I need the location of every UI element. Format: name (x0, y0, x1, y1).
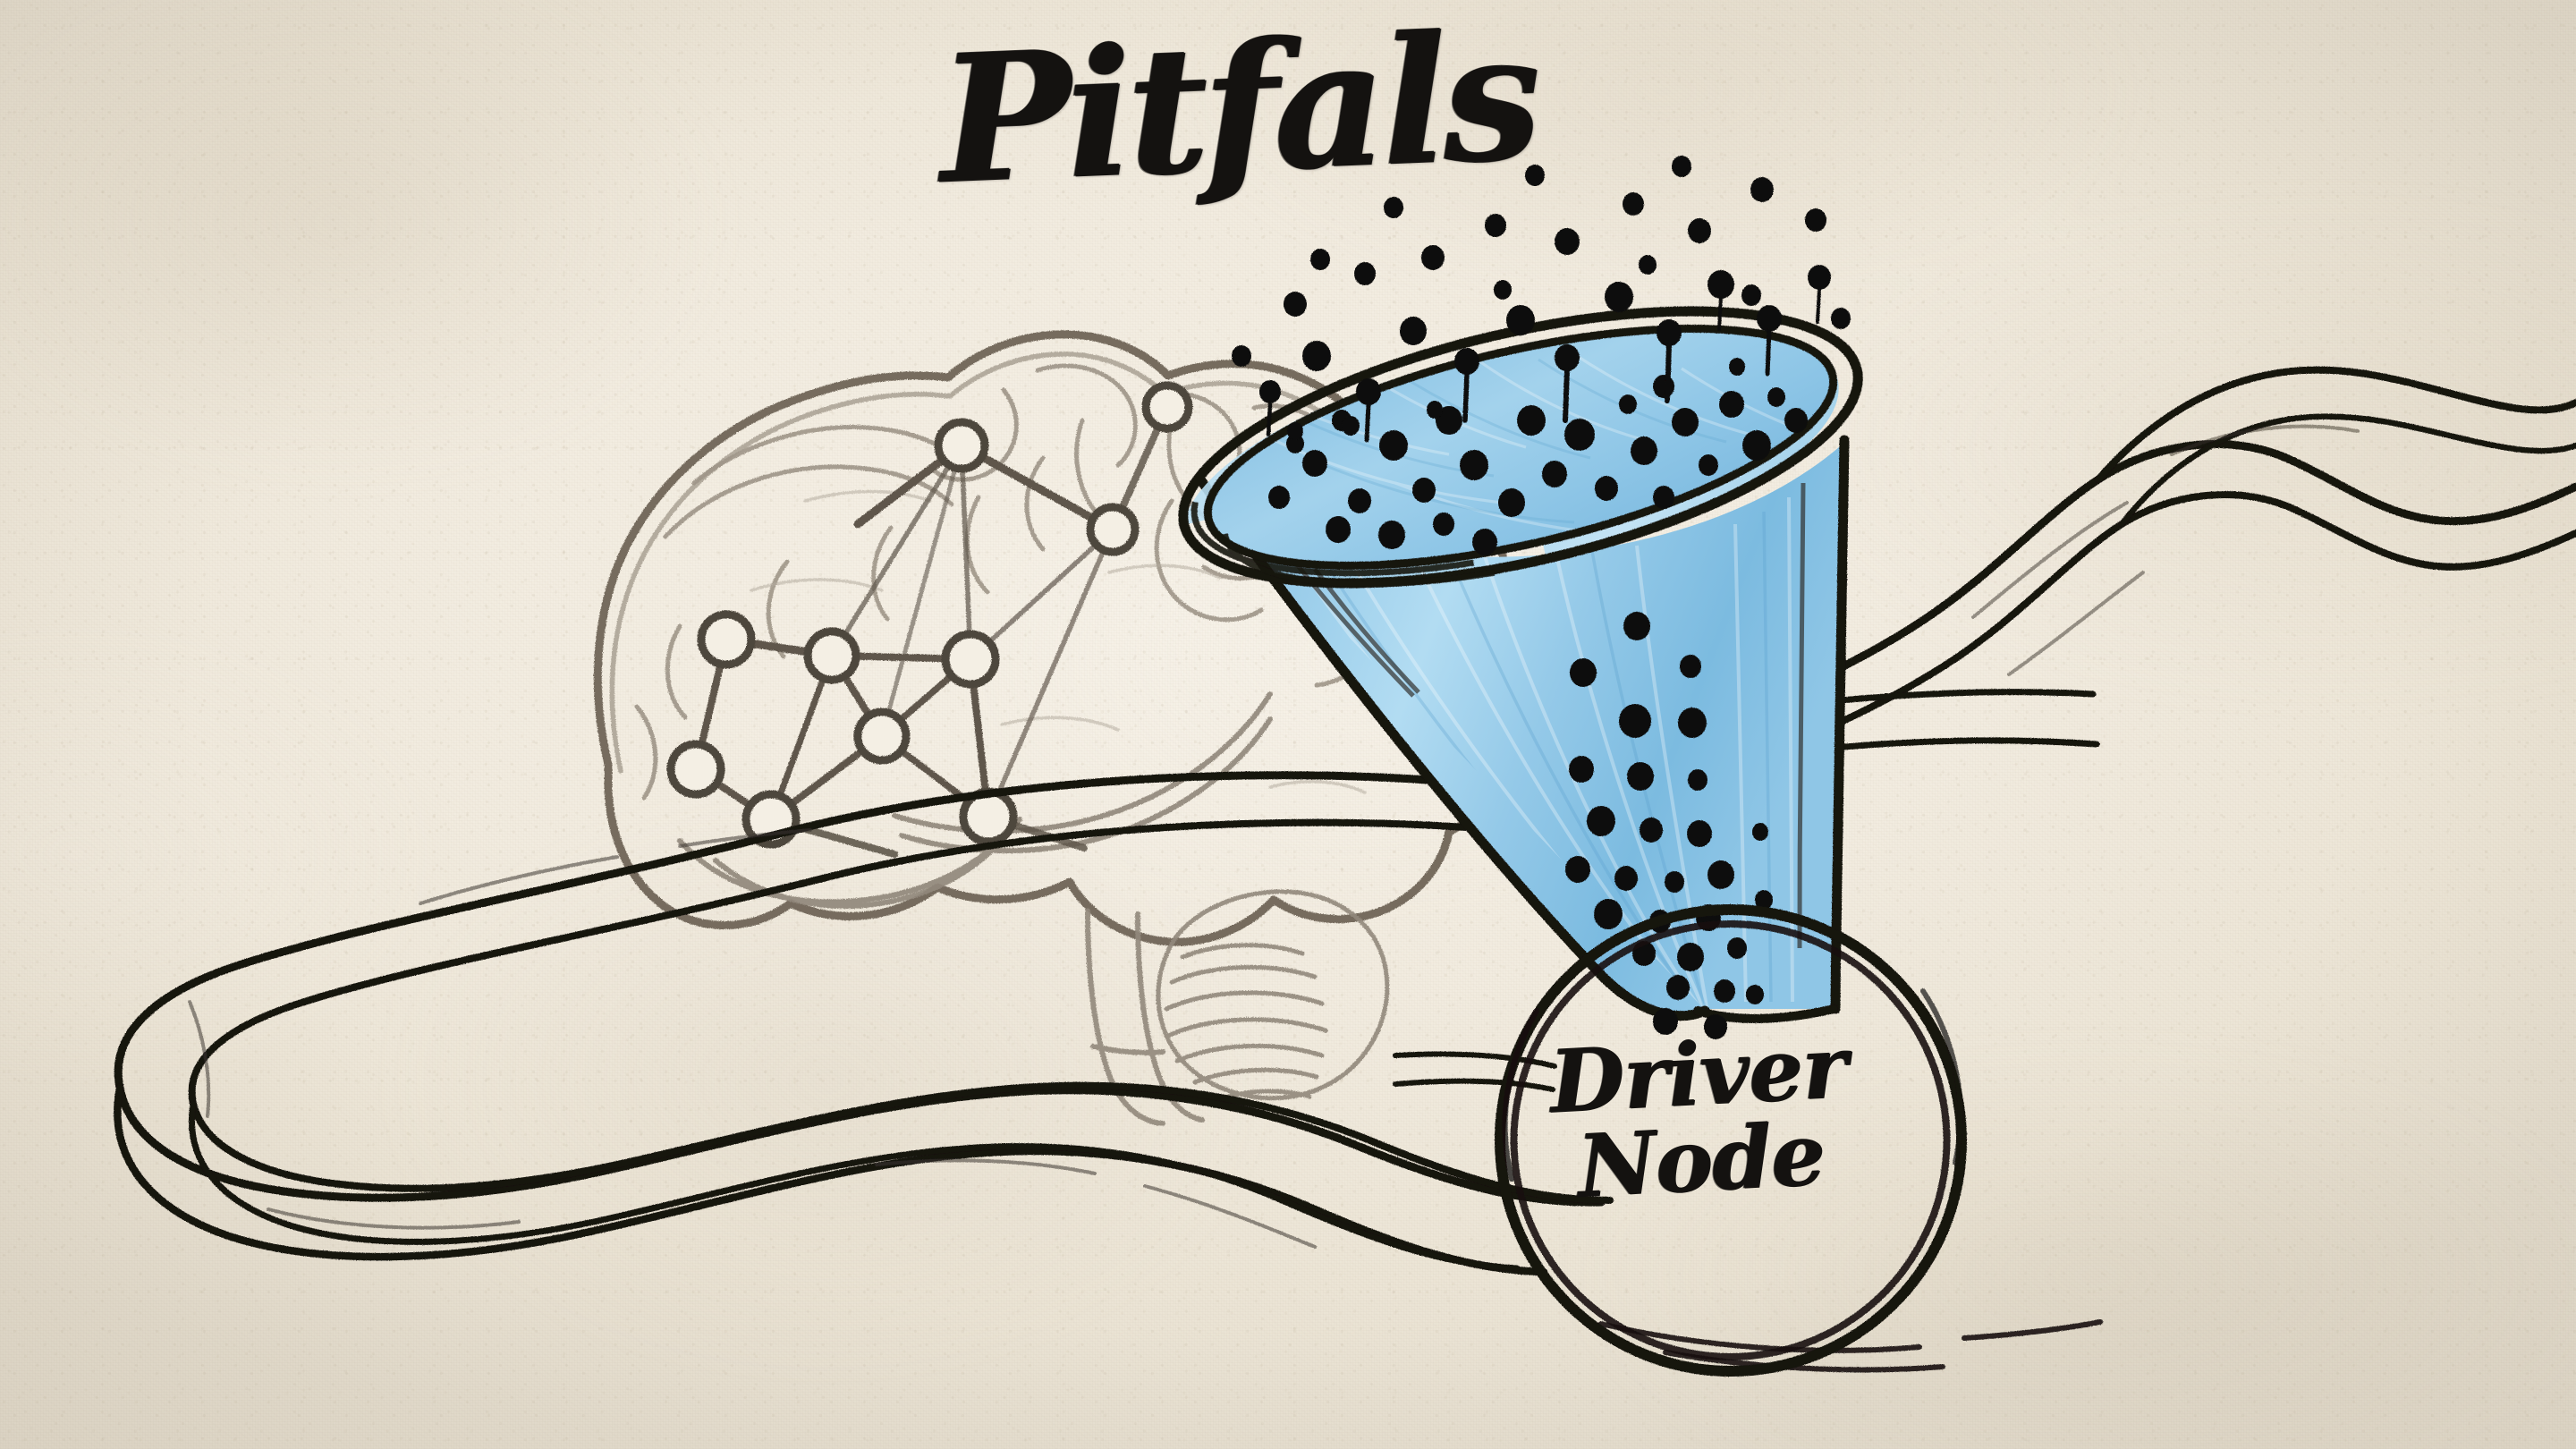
falling-dot (1805, 208, 1826, 232)
falling-dot (1525, 165, 1545, 186)
falling-dot (1421, 245, 1445, 270)
falling-dot (1555, 228, 1580, 255)
falling-dots (1232, 156, 1851, 440)
graph-node (1086, 503, 1140, 556)
ribbon-left-lower-outer (114, 1083, 1548, 1276)
falling-dot (1657, 319, 1682, 346)
driver-node-inner-ring (1510, 920, 1951, 1360)
dots-in-bowl (1268, 358, 1808, 555)
gyrus-13 (1074, 418, 1106, 523)
falling-dot (1232, 345, 1251, 367)
gyrus-4 (1035, 363, 1138, 468)
funnel-rim-inner (1203, 324, 1838, 571)
falling-dot (1757, 305, 1782, 332)
ribbon-right-inner (1633, 491, 2576, 805)
driver-node-circle (1495, 904, 1967, 1377)
edge (879, 443, 964, 739)
falling-dot (1485, 214, 1506, 237)
graph-node (666, 740, 725, 799)
edge (767, 652, 835, 823)
graph-node (803, 627, 860, 684)
falling-dot (1384, 197, 1403, 218)
edge (959, 443, 973, 662)
dot-motion-trails (1266, 288, 1821, 443)
graph-node (1141, 381, 1193, 433)
driver-node-sketch-arc-2 (1920, 988, 1963, 1165)
falling-dot (1605, 282, 1633, 312)
gyrus-16 (871, 525, 894, 622)
edge (968, 527, 1115, 662)
falling-dot (1302, 341, 1331, 371)
gyrus-17 (766, 559, 790, 659)
brain-stem (1085, 908, 1205, 1126)
falling-dot (1672, 156, 1691, 177)
graph-node (934, 418, 989, 473)
gyrus-14 (1024, 455, 1046, 552)
driver-node-label: Driver Node (1547, 1016, 1932, 1216)
falling-dot (1342, 416, 1360, 436)
gyrus-19 (634, 704, 658, 801)
falling-dot (1707, 270, 1734, 299)
ribbon-left-inner (188, 818, 1614, 1204)
falling-dot (1494, 280, 1512, 300)
falling-dot (1454, 348, 1479, 375)
falling-dot (1427, 401, 1443, 419)
funnel-tip (1693, 1004, 1838, 1023)
falling-dot (1688, 218, 1711, 243)
ribbon-right-top-inner (2118, 413, 2576, 528)
ribbon-left-lower-inner (189, 1100, 1521, 1272)
funnel-rim-outer (1178, 306, 1863, 589)
falling-dot (1356, 378, 1381, 405)
falling-dot (1623, 192, 1644, 216)
gyrus-18 (665, 623, 688, 720)
node-left-connector (1393, 1051, 1557, 1092)
falling-dot (1287, 422, 1303, 440)
gyrus-2 (663, 464, 954, 539)
falling-dot (1506, 305, 1535, 335)
ribbon-right-accent (1971, 424, 2360, 676)
falling-dot (1750, 177, 1774, 202)
edge (957, 441, 1117, 534)
funnel-rim-sketch (1191, 501, 1496, 588)
temporal-lobe-fold-2 (713, 833, 1008, 910)
edge (829, 443, 964, 658)
graph-node (941, 630, 1000, 689)
falling-dot (1310, 249, 1330, 270)
falling-dot (1354, 262, 1376, 285)
gyrus-12 (1154, 498, 1264, 623)
falling-dot (1259, 380, 1281, 403)
driver-node-sketch-arc-1 (1502, 1008, 1539, 1182)
network-edges (692, 403, 1171, 858)
ribbon-accent-strokes (188, 828, 1317, 1249)
network-graph (666, 381, 1193, 858)
page-title: Pitfals (935, 0, 1539, 224)
falling-dot (1639, 255, 1657, 275)
cerebellum (1156, 889, 1390, 1103)
falling-dot (1555, 344, 1580, 371)
dots-in-cone (1565, 612, 1773, 1039)
falling-dot (1741, 284, 1761, 306)
gyrus-15 (964, 495, 990, 595)
funnel-right-edge (1830, 435, 1850, 1014)
funnel-rim (1178, 306, 1863, 589)
graph-node (697, 610, 756, 669)
sylvian-fissure (892, 691, 1273, 834)
edge (986, 527, 1115, 819)
graph-node (853, 708, 911, 765)
funnel (1178, 306, 1863, 1023)
falling-dot (1808, 265, 1831, 290)
falling-dot (1831, 308, 1851, 329)
network-nodes (666, 381, 1193, 849)
funnel-rim-band (1183, 349, 1839, 564)
falling-dot (1284, 292, 1307, 317)
ribbon-right-top-outer (2095, 366, 2576, 483)
falling-dot (1400, 317, 1427, 345)
